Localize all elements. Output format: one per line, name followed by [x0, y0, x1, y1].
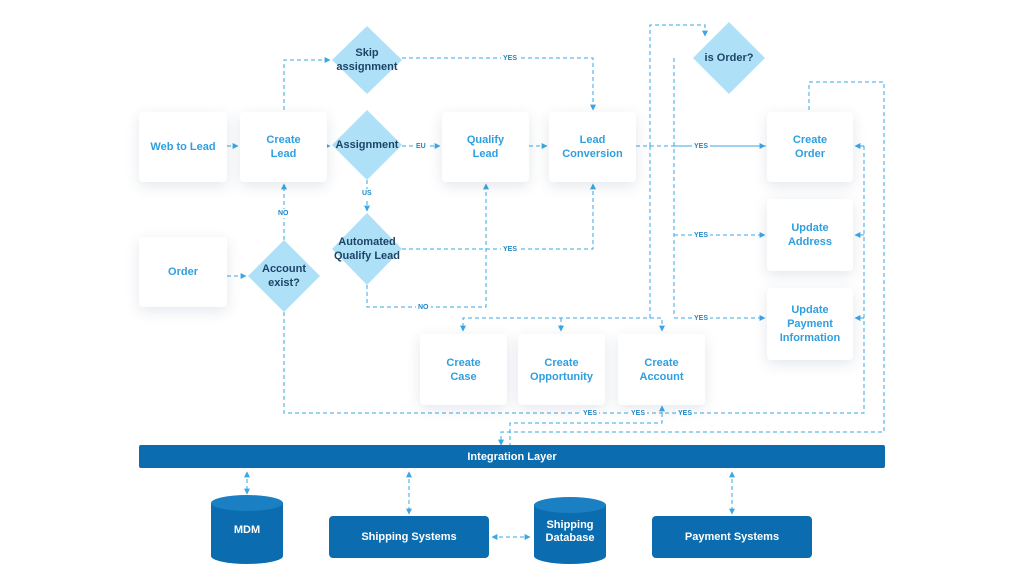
edge-label-eu: EU — [414, 142, 428, 151]
order-box[interactable]: Order — [139, 237, 227, 307]
create-account-label: Create Account — [639, 356, 684, 383]
shipping-systems-box[interactable]: Shipping Systems — [329, 516, 489, 558]
create-order-label: Create Order — [792, 134, 828, 160]
account-exist-diamond[interactable] — [248, 240, 320, 312]
create-opportunity-box[interactable]: Create Opportunity — [518, 334, 605, 405]
payment-systems-label: Payment Systems — [684, 531, 780, 543]
qualify-lead-label: Qualify Lead — [466, 134, 505, 160]
edge-label-yes-account-2: YES — [629, 409, 648, 418]
edge-create-lead-to-skip — [283, 57, 331, 110]
shipping-database-cylinder[interactable] — [534, 505, 606, 564]
update-payment-label: Update Payment Information — [779, 304, 841, 344]
edge-label-yes-automated: YES — [501, 245, 520, 254]
edge-right-return-outer — [498, 81, 885, 446]
update-payment-box[interactable]: Update Payment Information — [767, 288, 853, 360]
create-opportunity-label: Create Opportunity — [530, 356, 593, 383]
integration-layer-bar[interactable]: Integration Layer — [139, 445, 885, 468]
edge-automated-to-qualify-no — [366, 183, 489, 308]
shipping-database-text: Shipping Database — [534, 512, 606, 552]
payment-systems-box[interactable]: Payment Systems — [652, 516, 812, 558]
edge-label-no-create-lead: NO — [276, 209, 291, 218]
lead-conversion-box[interactable]: Lead Conversion — [549, 112, 636, 182]
edge-conversion-down — [460, 146, 651, 332]
order-label: Order — [168, 266, 198, 278]
lead-conversion-label: Lead Conversion — [562, 134, 623, 160]
edge-label-yes-create-order: YES — [692, 142, 711, 151]
qualify-lead-box[interactable]: Qualify Lead — [442, 112, 529, 182]
assignment-diamond[interactable] — [332, 110, 402, 180]
edge-label-yes-update-payment: YES — [692, 314, 711, 323]
mdm-cylinder[interactable] — [211, 503, 283, 564]
skip-assignment-diamond[interactable] — [332, 26, 402, 94]
create-order-box[interactable]: Create Order — [767, 112, 853, 182]
edge-label-yes-update-address: YES — [692, 231, 711, 240]
edge-label-us: US — [360, 189, 374, 198]
integration-layer-label: Integration Layer — [467, 450, 557, 463]
update-address-box[interactable]: Update Address — [767, 199, 853, 271]
edge-top-to-is-order — [649, 24, 708, 146]
web-to-lead-label: Web to Lead — [150, 141, 216, 153]
is-order-diamond[interactable] — [693, 22, 765, 94]
mdm-cylinder-top — [211, 495, 283, 511]
edge-skip-to-conversion — [402, 57, 596, 111]
edge-label-yes-skip: YES — [501, 54, 520, 63]
shipping-systems-label: Shipping Systems — [361, 531, 457, 543]
shipping-database-label: Shipping Database — [545, 519, 595, 544]
mdm-label: MDM — [233, 523, 261, 536]
web-to-lead-box[interactable]: Web to Lead — [139, 112, 227, 182]
update-address-label: Update Address — [787, 222, 833, 248]
edge-automated-to-conversion-yes — [402, 183, 596, 250]
edge-label-no-automated: NO — [416, 303, 431, 312]
create-case-box[interactable]: Create Case — [420, 334, 507, 405]
shipping-database-cylinder-top — [534, 497, 606, 513]
edge-right-return-inner — [662, 146, 865, 414]
edge-account-exist-yes-to-account — [283, 312, 665, 414]
create-account-box[interactable]: Create Account — [618, 334, 705, 405]
create-case-label: Create Case — [446, 356, 481, 383]
cylinder-shapes — [211, 495, 606, 564]
automated-qualify-lead-diamond[interactable] — [332, 213, 402, 285]
edge-to-create-account — [650, 317, 665, 332]
create-lead-label: Create Lead — [266, 134, 301, 160]
diamond-shapes — [248, 22, 765, 312]
create-lead-box[interactable]: Create Lead — [240, 112, 327, 182]
edge-label-yes-account-3: YES — [676, 409, 695, 418]
edge-label-yes-account-1: YES — [581, 409, 600, 418]
mdm-text: MDM — [211, 510, 283, 550]
edge-account-to-integration — [509, 406, 663, 445]
